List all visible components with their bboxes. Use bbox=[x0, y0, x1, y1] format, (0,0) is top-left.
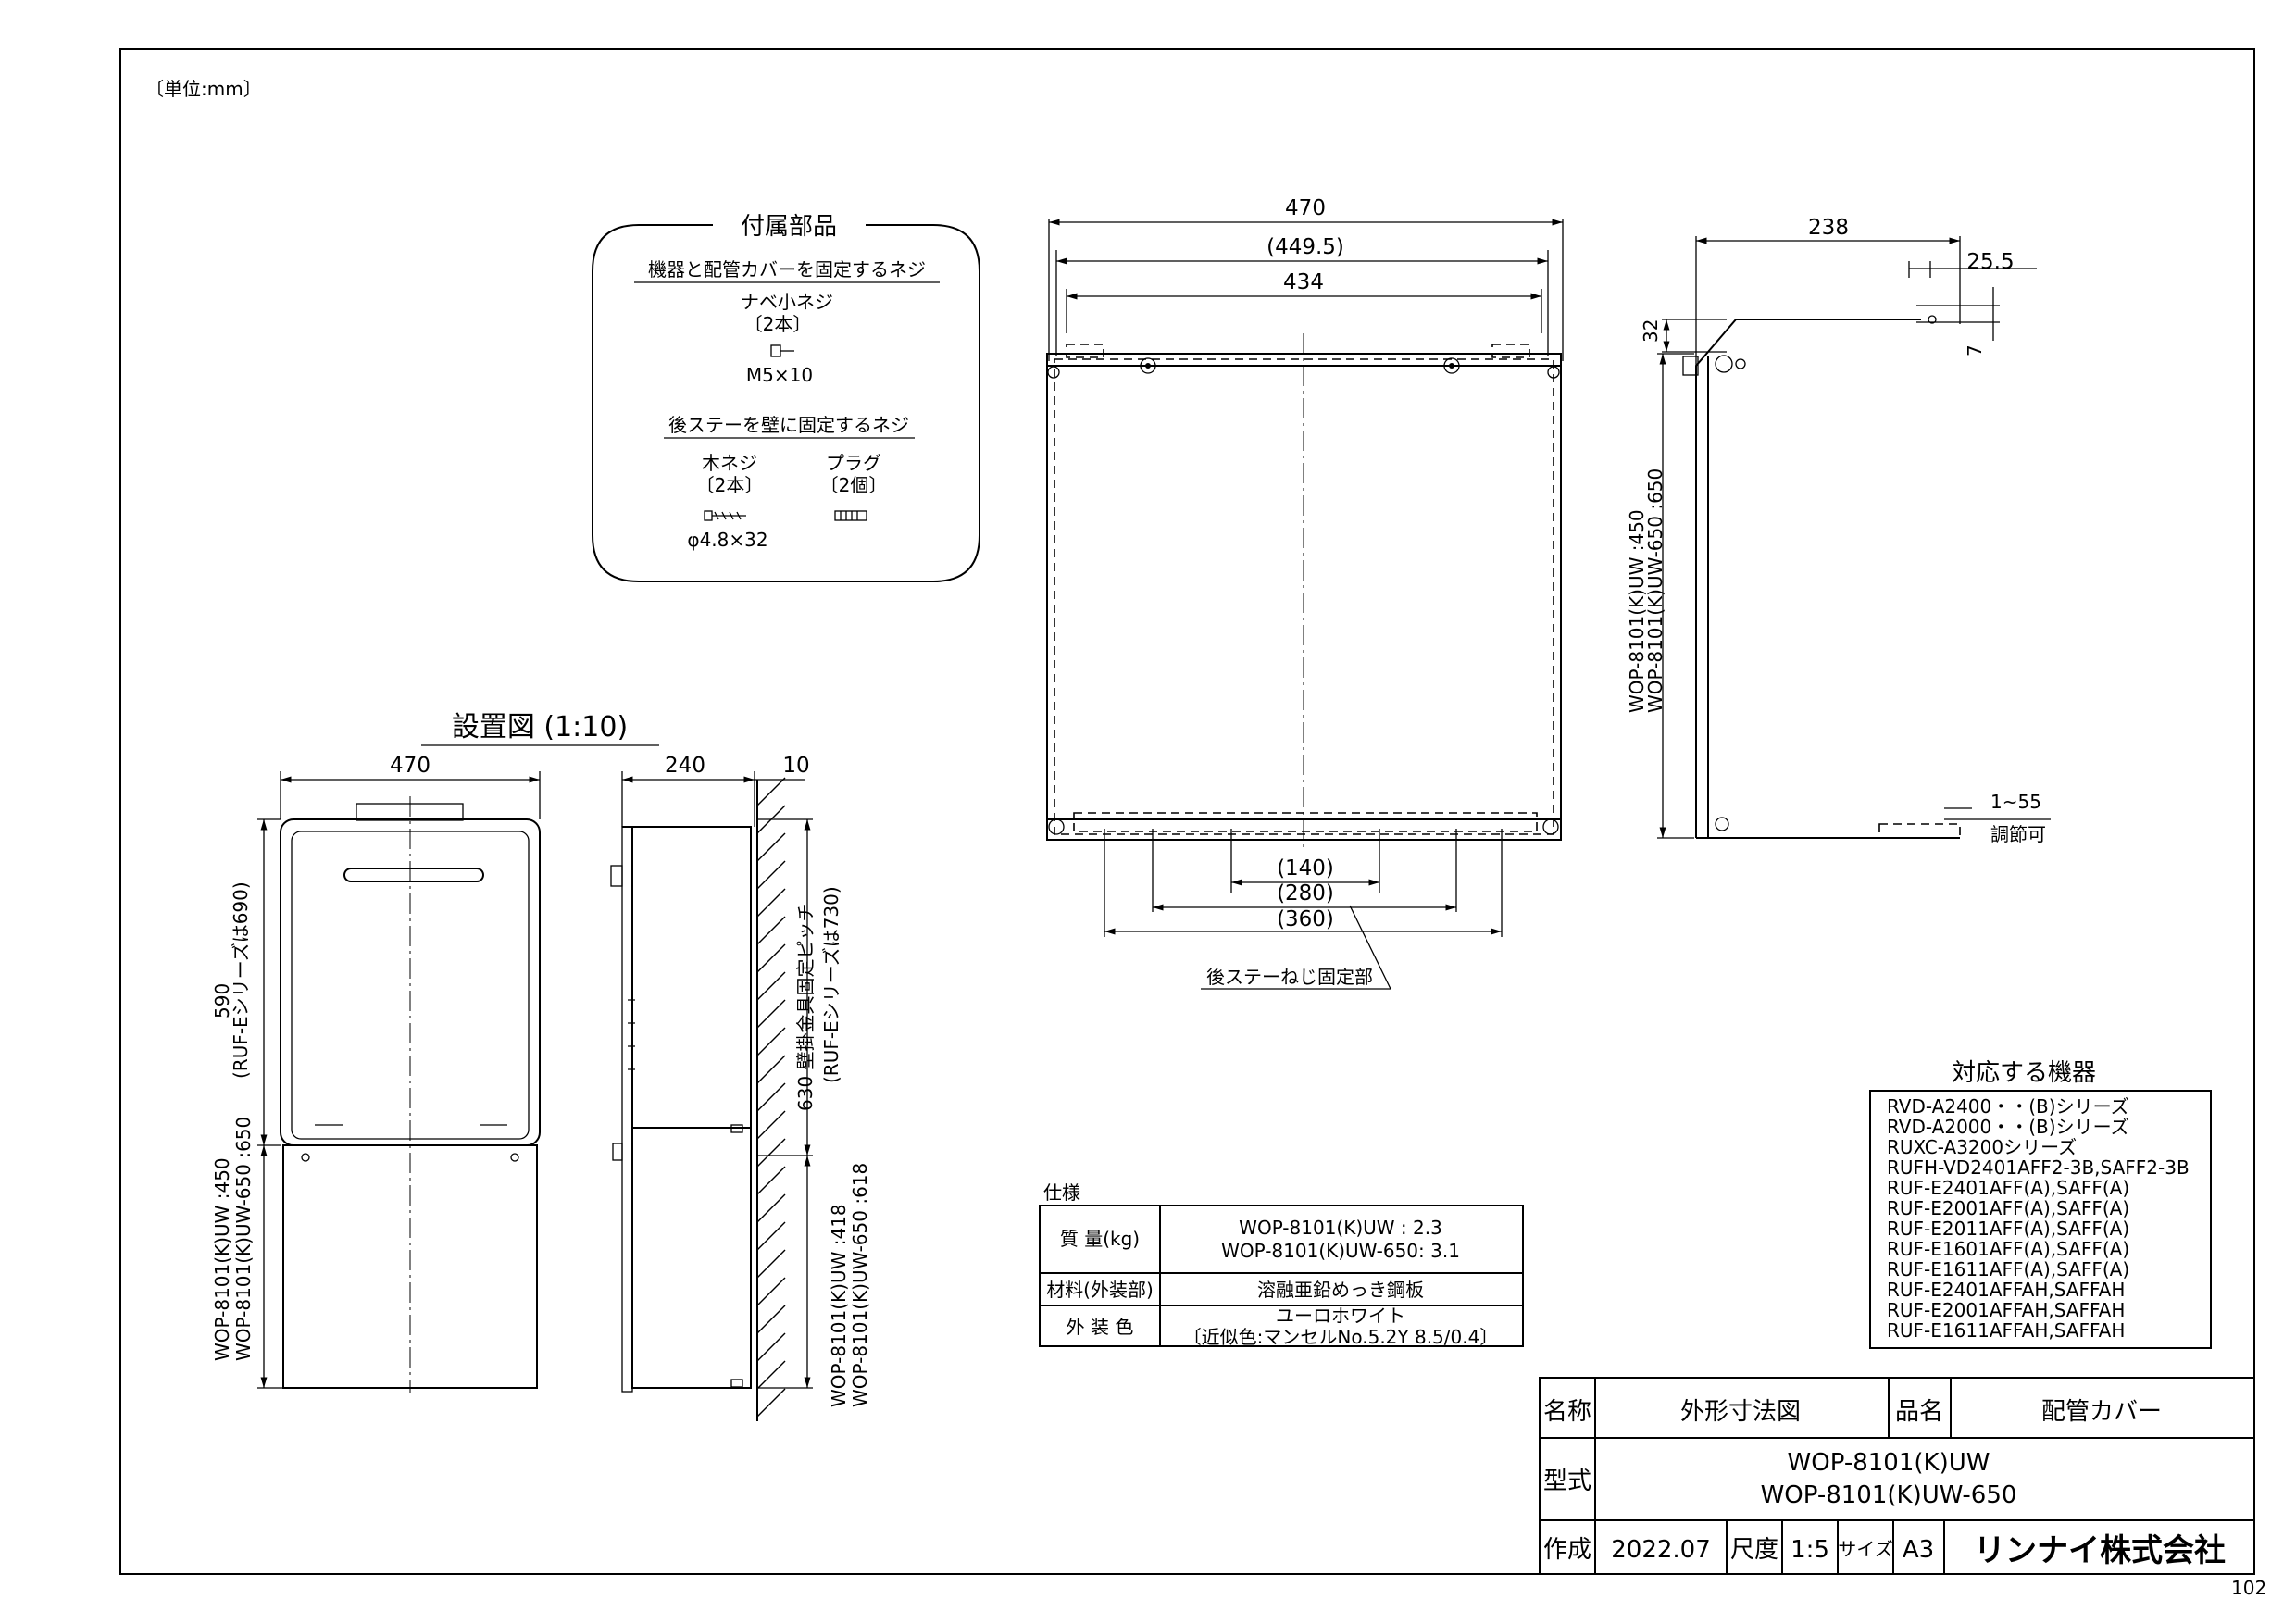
side-model-line-2: WOP-8101(K)UW-650 :650 bbox=[1644, 468, 1666, 713]
side-dim-7: 7 bbox=[1964, 344, 1986, 356]
title-product-label: 品名 bbox=[1895, 1398, 1943, 1426]
spec-value-weight-1: WOP-8101(K)UW : 2.3 bbox=[1239, 1217, 1442, 1239]
compatible-model: RVD-A2000・・(B)シリーズ bbox=[1887, 1116, 2129, 1138]
spec-label-material: 材料(外装部) bbox=[1046, 1279, 1154, 1301]
screw-size: M5×10 bbox=[746, 364, 813, 386]
front-view: 470 (449.5) 434 (140) (280) bbox=[1046, 196, 1564, 990]
compatible-model: RUFH-VD2401AFF2-3B,SAFF2-3B bbox=[1887, 1156, 2190, 1179]
compatible-models: 対応する機器 RVD-A2400・・(B)シリーズ RVD-A2000・・(B)… bbox=[1869, 1059, 2212, 1349]
wood-screw-qty: 〔2本〕 bbox=[696, 474, 764, 496]
company-name: リンナイ株式会社 bbox=[1974, 1532, 2226, 1569]
title-size-label: サイズ bbox=[1838, 1538, 1892, 1560]
install-title: 設置図 (1:10) bbox=[452, 711, 628, 743]
compatible-model: RUF-E1611AFF(A),SAFF(A) bbox=[1887, 1258, 2129, 1280]
plug-name: プラグ bbox=[826, 452, 881, 474]
wood-screw-name: 木ネジ bbox=[702, 452, 757, 474]
front-dim-449: (449.5) bbox=[1267, 235, 1344, 259]
compatible-model: RUF-E2001AFF(A),SAFF(A) bbox=[1887, 1197, 2129, 1219]
accessories-title: 付属部品 bbox=[741, 213, 837, 241]
install-wall-gap-10: 10 bbox=[782, 754, 809, 778]
spec-value-color-2: 〔近似色:マンセルNo.5.2Y 8.5/0.4〕 bbox=[1183, 1326, 1499, 1348]
compatible-model: RUF-E2011AFF(A),SAFF(A) bbox=[1887, 1218, 2129, 1240]
side-dim-238: 238 bbox=[1808, 216, 1849, 240]
compatible-model: RUXC-A3200シリーズ bbox=[1887, 1136, 2077, 1158]
plug-qty: 〔2個〕 bbox=[820, 474, 888, 496]
front-dim-434: 434 bbox=[1283, 270, 1324, 294]
wood-screw-size: φ4.8×32 bbox=[687, 529, 767, 551]
title-scale-label: 尺度 bbox=[1730, 1536, 1778, 1564]
title-name-label: 名称 bbox=[1543, 1398, 1591, 1426]
spec-value-material: 溶融亜鉛めっき鋼板 bbox=[1257, 1279, 1424, 1301]
side-model-line-1: WOP-8101(K)UW :450 bbox=[1626, 509, 1648, 713]
title-created-label: 作成 bbox=[1543, 1536, 1591, 1564]
compatible-model: RUF-E2001AFFAH,SAFFAH bbox=[1887, 1299, 2125, 1321]
wall-hatch bbox=[756, 777, 786, 1418]
side-view: 238 25.5 7 32 WOP-8101(K)UW :450 WOP-810… bbox=[1626, 216, 2051, 845]
title-block: 名称 外形寸法図 品名 配管カバー 型式 WOP-8101(K)UW WOP-8… bbox=[1539, 1377, 2255, 1575]
title-created-value: 2022.07 bbox=[1611, 1536, 1711, 1564]
install-cover-models-left: WOP-8101(K)UW :450WOP-8101(K)UW-650 :650 bbox=[211, 1117, 255, 1361]
title-model-label: 型式 bbox=[1543, 1468, 1591, 1495]
install-width-470: 470 bbox=[390, 754, 430, 778]
machine-screw-icon bbox=[770, 344, 794, 357]
spec-value-weight-2: WOP-8101(K)UW-650: 3.1 bbox=[1221, 1240, 1460, 1262]
side-adjust-range: 1~55 bbox=[1990, 791, 2041, 813]
unit-note: 〔単位:mm〕 bbox=[145, 78, 262, 100]
specs-title: 仕様 bbox=[1043, 1181, 1080, 1204]
compatible-model: RUF-E2401AFF(A),SAFF(A) bbox=[1887, 1177, 2129, 1199]
spec-label-weight: 質 量(kg) bbox=[1060, 1228, 1140, 1250]
wood-screw-icon bbox=[704, 510, 746, 521]
front-dim-140: (140) bbox=[1277, 856, 1334, 881]
screw-qty: 〔2本〕 bbox=[744, 313, 812, 335]
plug-icon bbox=[834, 510, 867, 521]
accessories-panel: 付属部品 機器と配管カバーを固定するネジ ナベ小ネジ 〔2本〕 M5×10 後ス… bbox=[592, 213, 980, 582]
sheet-border bbox=[119, 48, 2255, 1575]
title-scale-value: 1:5 bbox=[1791, 1536, 1829, 1564]
compatible-title: 対応する機器 bbox=[1952, 1059, 2096, 1087]
side-dim-32: 32 bbox=[1640, 319, 1662, 343]
screw-group-title: 機器と配管カバーを固定するネジ bbox=[648, 258, 926, 281]
spec-value-color-1: ユーロホワイト bbox=[1276, 1305, 1405, 1327]
install-pitch-label: 630 壁掛金具固定ピッチ bbox=[794, 903, 817, 1111]
title-model-value-1: WOP-8101(K)UW bbox=[1788, 1449, 1990, 1477]
compatible-model: RVD-A2400・・(B)シリーズ bbox=[1887, 1095, 2129, 1118]
install-depth-240: 240 bbox=[665, 754, 705, 778]
title-model-value-2: WOP-8101(K)UW-650 bbox=[1761, 1481, 2017, 1509]
front-dim-280: (280) bbox=[1277, 881, 1334, 906]
page-code: 102 bbox=[2231, 1577, 2266, 1599]
title-name-value: 外形寸法図 bbox=[1680, 1398, 1801, 1426]
install-height-590-note: (RUF-Eシリーズは690) bbox=[230, 881, 252, 1079]
install-pitch-note: (RUF-Eシリーズは730) bbox=[820, 886, 842, 1083]
compatible-model: RUF-E2401AFFAH,SAFFAH bbox=[1887, 1279, 2125, 1301]
rear-stay-label: 後ステーねじ固定部 bbox=[1206, 966, 1373, 988]
side-dim-25-5: 25.5 bbox=[1966, 250, 2014, 274]
side-adjust-note: 調節可 bbox=[1990, 823, 2046, 845]
specs-table: 仕様 質 量(kg) WOP-8101(K)UW : 2.3 WOP-8101(… bbox=[1039, 1181, 1524, 1348]
install-cover-models-right: WOP-8101(K)UW :418WOP-8101(K)UW-650 :618 bbox=[828, 1163, 871, 1407]
install-diagram: 設置図 (1:10) 470 590 (RUF-Eシリーズは690) WOP-8… bbox=[211, 711, 871, 1421]
screw-name: ナベ小ネジ bbox=[741, 291, 833, 313]
stay-group-title: 後ステーを壁に固定するネジ bbox=[668, 414, 909, 436]
title-size-value: A3 bbox=[1903, 1536, 1934, 1564]
compatible-model: RUF-E1611AFFAH,SAFFAH bbox=[1887, 1319, 2125, 1342]
compatible-model: RUF-E1601AFF(A),SAFF(A) bbox=[1887, 1238, 2129, 1260]
spec-label-color: 外 装 色 bbox=[1067, 1316, 1134, 1338]
front-dim-360: (360) bbox=[1277, 907, 1334, 931]
install-height-590: 590 bbox=[211, 983, 233, 1018]
title-product-value: 配管カバー bbox=[2041, 1398, 2162, 1426]
front-dim-470: 470 bbox=[1285, 196, 1326, 220]
